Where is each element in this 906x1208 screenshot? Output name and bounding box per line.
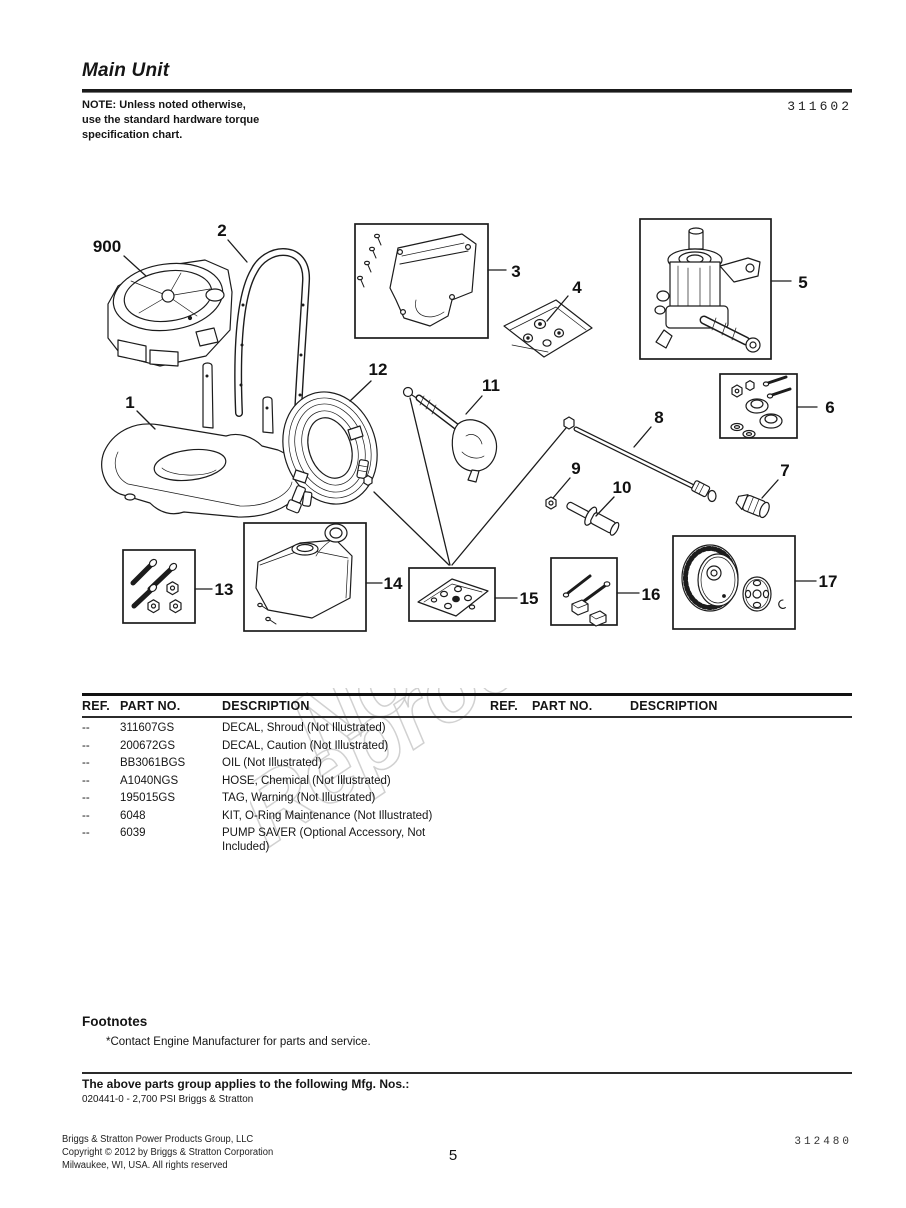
- cell-part-no: 6048: [120, 809, 146, 822]
- cell-description: KIT, O-Ring Maintenance (Not Illustrated…: [222, 809, 433, 822]
- mfg-rule: [82, 1072, 852, 1074]
- footer-address: Milwaukee, WI, USA. All rights reserved: [62, 1160, 228, 1171]
- footnotes-section: Footnotes *Contact Engine Manufacturer f…: [82, 1014, 371, 1048]
- cell-part-no: 200672GS: [120, 739, 175, 752]
- cell-description: TAG, Warning (Not Illustrated): [222, 792, 376, 804]
- callout-8: 8: [654, 408, 663, 427]
- callout-16: 16: [642, 585, 661, 604]
- column-header-description: DESCRIPTION: [630, 699, 718, 713]
- callout-13: 13: [215, 580, 234, 599]
- column-header-part-no: PART NO.: [532, 699, 593, 713]
- shroud-box-illustration: [354, 223, 489, 339]
- mfg-number-item: 020441-0 - 2,700 PSI Briggs & Stratton: [82, 1093, 254, 1105]
- oring-kit-illustration: [408, 567, 496, 622]
- cell-part-no: 311607GS: [120, 722, 175, 734]
- cell-description: DECAL, Shroud (Not Illustrated): [222, 722, 386, 734]
- callout-17: 17: [819, 572, 838, 591]
- frame-illustration: [101, 362, 304, 518]
- footnote-item: *Contact Engine Manufacturer for parts a…: [106, 1036, 371, 1048]
- column-header-description: DESCRIPTION: [222, 699, 310, 713]
- callout-15: 15: [520, 589, 539, 608]
- cell-part-no: BB3061BGS: [120, 757, 186, 769]
- table-row: -- 6048 KIT, O-Ring Maintenance (Not Illus…: [82, 810, 472, 824]
- column-header-ref: REF.: [82, 699, 110, 713]
- nut-illustration: [545, 496, 557, 510]
- footnotes-heading: Footnotes: [82, 1014, 148, 1029]
- note-line: specification chart.: [82, 129, 183, 141]
- callout-10: 10: [613, 478, 632, 497]
- callout-1: 1: [125, 393, 134, 412]
- cell-description: DECAL, Caution (Not Illustrated): [222, 739, 389, 752]
- fitting-kit-illustration: [503, 299, 593, 358]
- column-header-part-no: PART NO.: [120, 699, 181, 713]
- cell-description: HOSE, Chemical (Not Illustrated): [222, 774, 391, 787]
- axle-illustration: [566, 501, 620, 536]
- cell-part-no: 195015GS: [120, 792, 175, 804]
- table-row: -- 311607GS DECAL, Shroud (Not Illustrated…: [82, 722, 472, 736]
- title-rule: [82, 89, 852, 93]
- page-number: 5: [448, 1147, 458, 1164]
- footer-company: Briggs & Stratton Power Products Group, …: [62, 1134, 254, 1145]
- cell-ref: --: [82, 757, 90, 769]
- footer-copyright: Copyright © 2012 by Briggs & Stratton Co…: [62, 1147, 274, 1158]
- note-line: NOTE: Unless noted otherwise,: [82, 99, 246, 111]
- table-row: -- A1040NGS HOSE, Chemical (Not Illustrate…: [82, 775, 472, 789]
- note-line: use the standard hardware torque: [82, 114, 260, 126]
- callout-6: 6: [825, 398, 834, 417]
- cell-ref: --: [82, 827, 90, 839]
- drawing-number: 311602: [787, 99, 852, 114]
- cell-ref: --: [82, 774, 90, 787]
- callout-5: 5: [798, 273, 807, 292]
- callout-14: 14: [384, 574, 403, 593]
- handle-illustration: [234, 247, 311, 417]
- footer-doc-number: 312480: [794, 1136, 852, 1148]
- bearing-kit-illustration: [719, 373, 798, 439]
- table-top-rule: [82, 693, 852, 696]
- leader-lines: [123, 239, 818, 599]
- table-row: -- 6039 PUMP SAVER (Optional Accessory, No…: [82, 827, 472, 854]
- table-header: REF. PART NO. DESCRIPTION REF. PART NO. …: [82, 696, 852, 718]
- lance-illustration: [563, 416, 717, 503]
- parts-table: REF. PART NO. DESCRIPTION REF. PART NO. …: [82, 693, 852, 854]
- callout-900: 900: [93, 237, 121, 256]
- parts-rows-left: -- 311607GS DECAL, Shroud (Not Illustrated…: [82, 718, 472, 854]
- callout-9: 9: [571, 459, 580, 478]
- cell-description: OIL (Not Illustrated): [222, 757, 322, 769]
- torque-note: NOTE: Unless noted otherwise, use the st…: [82, 98, 259, 143]
- cell-ref: --: [82, 809, 90, 822]
- bolt-kit-illustration: [122, 549, 196, 624]
- tank-kit-illustration: [243, 522, 367, 632]
- footer-company-block: Briggs & Stratton Power Products Group, …: [62, 1133, 273, 1172]
- callout-3: 3: [511, 262, 520, 281]
- cell-description: PUMP SAVER (Optional Accessory, Not Incl…: [222, 827, 426, 853]
- hose-illustration: [282, 391, 378, 514]
- cell-part-no: A1040NGS: [120, 774, 179, 787]
- screw-icon: [357, 233, 382, 288]
- parts-rows-right: [490, 718, 852, 854]
- callout-4: 4: [572, 278, 582, 297]
- table-row: -- 200672GS DECAL, Caution (Not Illustrate…: [82, 740, 472, 754]
- callout-12: 12: [369, 360, 388, 379]
- table-row: -- 195015GS TAG, Warning (Not Illustrated): [82, 792, 472, 806]
- callout-labels: 900 2 3 4 5 6 1 12 11 8 9 10 7 13 14 15 …: [93, 221, 838, 608]
- callout-7: 7: [780, 461, 789, 480]
- spray-gun-illustration: [402, 386, 498, 483]
- table-row: -- BB3061BGS OIL (Not Illustrated): [82, 757, 472, 771]
- cell-ref: --: [82, 792, 90, 804]
- filter-illustration: [735, 494, 770, 519]
- engine-illustration: [107, 259, 233, 367]
- callout-11: 11: [482, 376, 500, 395]
- page-title: Main Unit: [82, 60, 170, 81]
- clip-kit-illustration: [550, 557, 618, 627]
- pump-box-illustration: [639, 218, 772, 360]
- cell-ref: --: [82, 739, 90, 752]
- mfg-heading: The above parts group applies to the fol…: [82, 1077, 410, 1091]
- wheel-kit-illustration: [672, 535, 796, 630]
- callout-2: 2: [217, 221, 226, 240]
- cell-part-no: 6039: [120, 827, 146, 839]
- column-header-ref: REF.: [490, 699, 518, 713]
- cell-ref: --: [82, 722, 90, 734]
